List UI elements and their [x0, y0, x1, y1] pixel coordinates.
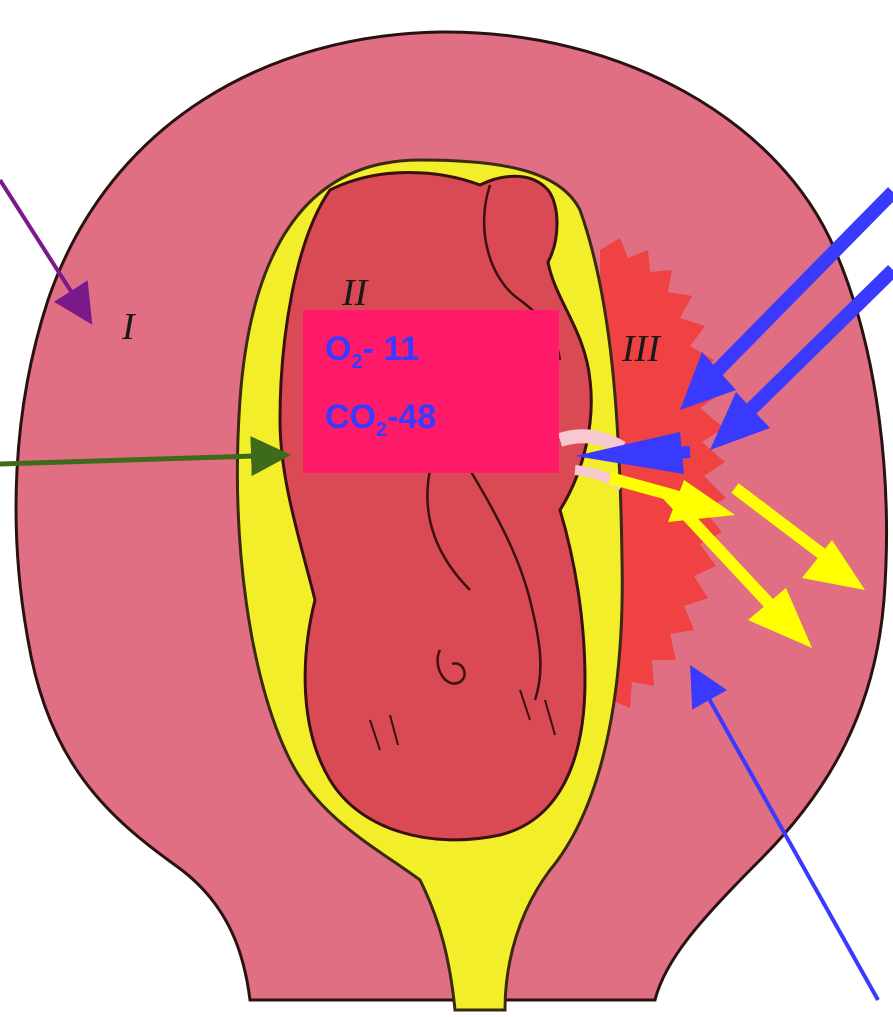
co2-value-label: CO2-48 — [325, 400, 436, 440]
fetus — [280, 173, 591, 840]
region-label-3: III — [621, 328, 662, 370]
region-label-1: I — [121, 306, 137, 348]
co2-symbol: CO — [325, 398, 376, 436]
co2-subscript: 2 — [376, 419, 387, 441]
o2-symbol: O — [325, 330, 351, 368]
o2-subscript: 2 — [351, 351, 362, 373]
blood-gas-box: O2- 11 CO2-48 — [303, 310, 559, 473]
o2-value: - 11 — [363, 330, 420, 368]
co2-value: -48 — [387, 398, 436, 436]
region-label-2: II — [341, 272, 370, 314]
o2-value-label: O2- 11 — [325, 332, 419, 372]
